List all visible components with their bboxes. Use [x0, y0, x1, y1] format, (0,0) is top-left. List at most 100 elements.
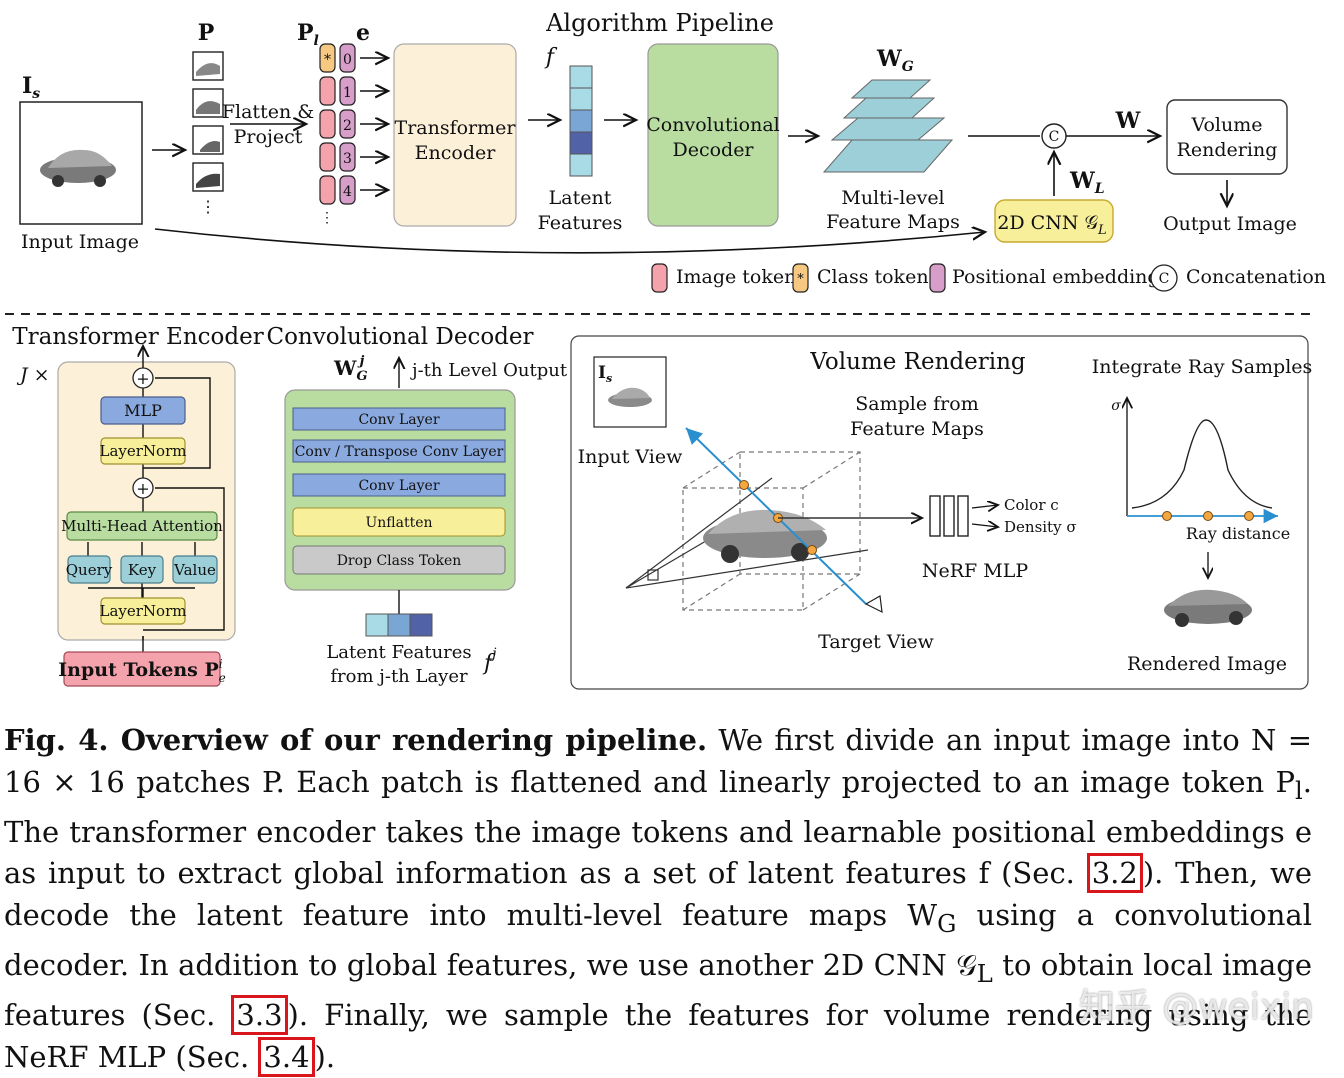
pl-label: Pl	[297, 20, 319, 49]
svg-text:Conv Layer: Conv Layer	[358, 412, 439, 428]
decoder-label-2: Decoder	[672, 139, 754, 161]
cnn-label: 2D CNN 𝒢L	[997, 212, 1106, 238]
density-output-label: Density σ	[1004, 518, 1077, 536]
watermark: 知乎 @weixin	[1078, 987, 1314, 1028]
figure-caption: Fig. 4. Overview of our rendering pipeli…	[4, 720, 1312, 1078]
fj-label: fj	[482, 646, 497, 676]
svg-text:Image token: Image token	[676, 266, 796, 288]
svg-text:+: +	[136, 479, 149, 498]
latent-features-row	[365, 613, 433, 637]
wgj-label: WGj	[333, 354, 368, 384]
svg-text:Rendering: Rendering	[1177, 139, 1278, 161]
svg-text:Feature Maps: Feature Maps	[850, 418, 984, 440]
svg-text:2: 2	[343, 118, 352, 134]
key-block	[120, 555, 164, 584]
integrate-title: Integrate Ray Samples	[1092, 356, 1313, 378]
svg-text:Conv / Transpose Conv Layer: Conv / Transpose Conv Layer	[295, 444, 504, 460]
svg-text:LayerNorm: LayerNorm	[100, 602, 187, 620]
svg-text:Multi-Head Attention: Multi-Head Attention	[61, 517, 223, 535]
svg-text:Unflatten: Unflatten	[365, 515, 432, 531]
convolutional-decoder-block	[647, 43, 779, 227]
encoder-detail-title: Transformer Encoder	[12, 324, 263, 350]
svg-text:Query: Query	[66, 561, 113, 579]
transformer-encoder-block	[393, 43, 517, 227]
flatten-label-1: Flatten &	[222, 101, 314, 123]
nerf-mlp-icon	[929, 495, 969, 537]
svg-text:Input Tokens Pie: Input Tokens Pie	[58, 657, 225, 685]
input-image-caption: Input Image	[21, 231, 139, 253]
pipeline-figure: Algorithm Pipeline Is Input Image P ⋮ Fl…	[5, 9, 1326, 690]
input-view-label: Input View	[578, 446, 684, 468]
decoder-detail-title: Convolutional Decoder	[266, 324, 533, 350]
svg-text:*: *	[797, 272, 804, 287]
multilevel-label-1: Multi-level	[841, 187, 944, 209]
svg-text:4: 4	[343, 184, 352, 200]
wg-label: WG	[876, 46, 914, 75]
w-label: W	[1115, 108, 1141, 134]
svg-text:1: 1	[343, 85, 352, 101]
svg-text:Volume: Volume	[1191, 114, 1263, 136]
section-ref-link[interactable]: 3.2	[1086, 853, 1143, 894]
latent-feature-column	[569, 65, 593, 177]
svg-text:Key: Key	[128, 561, 157, 579]
volume-detail-title: Volume Rendering	[809, 349, 1025, 375]
nerf-mlp-label: NeRF MLP	[922, 560, 1028, 582]
output-image-label: Output Image	[1163, 213, 1297, 235]
encoder-label-1: Transformer	[395, 117, 517, 139]
mlp-block	[100, 396, 186, 425]
section-ref-link[interactable]: 3.3	[231, 995, 288, 1036]
svg-text:Is: Is	[598, 363, 612, 385]
svg-text:Latent Features: Latent Features	[326, 642, 471, 663]
positional-embedding-column: 0 1 2 3 4	[339, 43, 356, 205]
svg-text:Concatenation: Concatenation	[1186, 266, 1326, 288]
svg-text:Class token: Class token	[817, 266, 929, 288]
e-label: e	[356, 20, 370, 46]
level-output-label: j-th Level Output	[410, 360, 568, 381]
flatten-label-2: Project	[234, 126, 303, 148]
cnn-gl-block	[994, 199, 1114, 243]
value-block	[172, 555, 218, 584]
svg-text:*: *	[324, 52, 331, 68]
svg-text:MLP: MLP	[124, 401, 162, 420]
legend: Image token * Class token Positional emb…	[651, 263, 1326, 293]
color-output-label: Color c	[1004, 496, 1059, 514]
pipeline-title: Algorithm Pipeline	[545, 9, 774, 37]
input-image-label: Is	[22, 73, 40, 102]
svg-text:C: C	[1159, 271, 1170, 287]
car-icon	[1164, 589, 1252, 627]
section-ref-link[interactable]: 3.4	[258, 1036, 315, 1077]
svg-text:σ: σ	[1111, 398, 1121, 414]
mha-block	[66, 511, 218, 541]
patches-label: P	[198, 20, 215, 46]
car-icon	[608, 387, 652, 407]
svg-text:⋮: ⋮	[320, 210, 334, 226]
encoder-label-2: Encoder	[415, 142, 497, 164]
density-curve	[1131, 419, 1273, 509]
svg-text:0: 0	[343, 52, 352, 68]
latent-label-2: Features	[538, 212, 623, 234]
svg-text:LayerNorm: LayerNorm	[100, 442, 187, 460]
svg-text:3: 3	[343, 151, 352, 167]
svg-text:Drop Class Token: Drop Class Token	[337, 553, 462, 569]
token-column: * ⋮	[319, 43, 336, 226]
feature-map-stack	[822, 79, 954, 173]
repeat-label: J ×	[16, 364, 50, 386]
decoder-label-1: Convolutional	[646, 114, 780, 136]
svg-text:Ray distance: Ray distance	[1186, 524, 1290, 543]
svg-text:Sample from: Sample from	[855, 393, 978, 415]
volume-rendering-block	[1166, 99, 1288, 175]
target-camera-icon	[864, 595, 883, 614]
wl-label: WL	[1069, 168, 1105, 197]
rendered-image-label: Rendered Image	[1127, 653, 1287, 675]
svg-text:Conv Layer: Conv Layer	[358, 478, 439, 494]
input-tokens-block	[63, 651, 221, 687]
query-block	[67, 555, 111, 584]
svg-text:C: C	[1049, 129, 1060, 145]
f-label: f	[544, 45, 558, 70]
layernorm-block-1	[100, 437, 186, 465]
latent-label-1: Latent	[549, 187, 612, 209]
layernorm-block-2	[100, 597, 186, 625]
multilevel-label-2: Feature Maps	[826, 211, 960, 233]
car-icon	[40, 149, 116, 187]
skip-connection-arrow	[154, 229, 985, 254]
